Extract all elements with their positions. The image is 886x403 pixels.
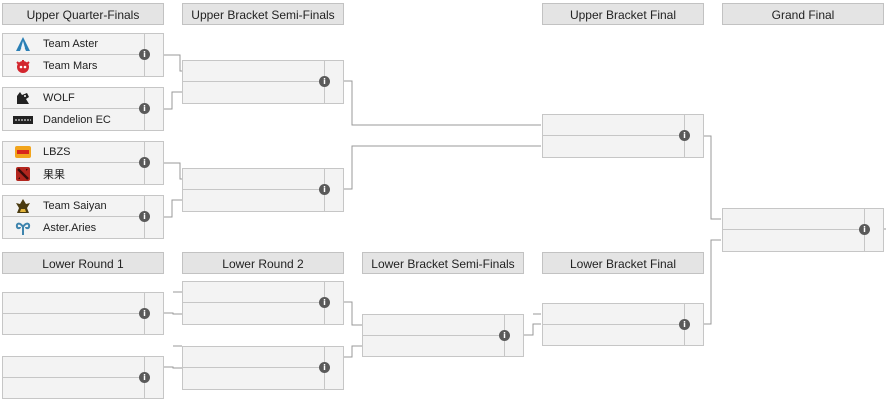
team-slot-tbd[interactable] <box>183 190 325 211</box>
match-info-icon[interactable]: i <box>319 297 330 308</box>
match-info-icon[interactable]: i <box>679 130 690 141</box>
round-header-lower-round-2: Lower Round 2 <box>182 252 344 274</box>
dota-logo-icon <box>13 166 33 182</box>
team-slot-tbd[interactable] <box>543 115 685 136</box>
round-header-lower-round-1: Lower Round 1 <box>2 252 164 274</box>
team-slot-guoguo[interactable]: 果果 <box>3 163 145 184</box>
match-upper-quarter-final-1[interactable]: Team Aster Team Mars i <box>2 33 164 77</box>
match-lower-round-1-1[interactable]: i <box>2 292 164 335</box>
team-name: LBZS <box>43 146 71 158</box>
team-slot-dandelion-ec[interactable]: Dandelion EC <box>3 109 145 130</box>
round-header-lower-semi-finals: Lower Bracket Semi-Finals <box>362 252 524 274</box>
team-slot-lbzs[interactable]: LBZS <box>3 142 145 163</box>
match-lower-round-2-1[interactable]: i <box>182 281 344 325</box>
team-slot-tbd[interactable] <box>183 347 325 368</box>
match-lower-bracket-semi-final[interactable]: i <box>362 314 524 357</box>
match-upper-quarter-final-2[interactable]: WOLF Dandelion EC i <box>2 87 164 131</box>
wolf-logo-icon <box>13 90 33 106</box>
aries-logo-icon <box>13 220 33 236</box>
team-slot-wolf[interactable]: WOLF <box>3 88 145 109</box>
match-lower-bracket-final[interactable]: i <box>542 303 704 346</box>
match-upper-bracket-final[interactable]: i <box>542 114 704 158</box>
match-info-icon[interactable]: i <box>139 157 150 168</box>
round-header-upper-final: Upper Bracket Final <box>542 3 704 25</box>
dandelion-logo-icon <box>13 112 33 128</box>
team-slot-team-aster[interactable]: Team Aster <box>3 34 145 55</box>
team-slot-tbd[interactable] <box>723 209 865 230</box>
match-upper-semi-final-2[interactable]: i <box>182 168 344 212</box>
aster-logo-icon <box>13 36 33 52</box>
match-lower-round-1-2[interactable]: i <box>2 356 164 399</box>
team-slot-tbd[interactable] <box>3 357 145 378</box>
team-slot-tbd[interactable] <box>363 336 505 357</box>
match-info-icon[interactable]: i <box>319 362 330 373</box>
team-slot-tbd[interactable] <box>183 169 325 190</box>
round-header-upper-semi-finals: Upper Bracket Semi-Finals <box>182 3 344 25</box>
team-slot-team-saiyan[interactable]: Team Saiyan <box>3 196 145 217</box>
match-upper-semi-final-1[interactable]: i <box>182 60 344 104</box>
match-upper-quarter-final-3[interactable]: LBZS 果果 i <box>2 141 164 185</box>
match-info-icon[interactable]: i <box>139 372 150 383</box>
team-slot-tbd[interactable] <box>723 230 865 251</box>
match-info-icon[interactable]: i <box>139 49 150 60</box>
match-info-icon[interactable]: i <box>319 76 330 87</box>
team-name: Team Aster <box>43 38 99 50</box>
match-info-icon[interactable]: i <box>679 319 690 330</box>
team-slot-tbd[interactable] <box>3 314 145 335</box>
team-slot-tbd[interactable] <box>3 293 145 314</box>
team-slot-tbd[interactable] <box>183 303 325 324</box>
team-slot-tbd[interactable] <box>543 304 685 325</box>
match-upper-quarter-final-4[interactable]: Team Saiyan Aster.Aries i <box>2 195 164 239</box>
match-info-icon[interactable]: i <box>859 224 870 235</box>
team-slot-aster-aries[interactable]: Aster.Aries <box>3 217 145 238</box>
team-slot-tbd[interactable] <box>3 378 145 399</box>
saiyan-logo-icon <box>13 198 33 214</box>
team-name: Team Saiyan <box>43 200 107 212</box>
team-slot-tbd[interactable] <box>183 368 325 389</box>
match-info-icon[interactable]: i <box>139 308 150 319</box>
team-name: Team Mars <box>43 59 98 72</box>
team-slot-tbd[interactable] <box>543 325 685 346</box>
team-slot-tbd[interactable] <box>183 282 325 303</box>
team-slot-tbd[interactable] <box>183 61 325 82</box>
lbzs-logo-icon <box>13 144 33 160</box>
match-lower-round-2-2[interactable]: i <box>182 346 344 390</box>
team-slot-tbd[interactable] <box>183 82 325 103</box>
match-info-icon[interactable]: i <box>319 184 330 195</box>
match-info-icon[interactable]: i <box>499 330 510 341</box>
match-info-icon[interactable]: i <box>139 211 150 222</box>
match-grand-final[interactable]: i <box>722 208 884 252</box>
team-slot-tbd[interactable] <box>543 136 685 157</box>
team-name: WOLF <box>43 92 75 104</box>
team-name: Aster.Aries <box>43 221 97 234</box>
round-header-grand-final: Grand Final <box>722 3 884 25</box>
mars-logo-icon <box>13 58 33 74</box>
match-info-icon[interactable]: i <box>139 103 150 114</box>
team-name: 果果 <box>43 168 65 181</box>
round-header-upper-quarter-finals: Upper Quarter-Finals <box>2 3 164 25</box>
round-header-lower-final: Lower Bracket Final <box>542 252 704 274</box>
team-slot-tbd[interactable] <box>363 315 505 336</box>
team-slot-team-mars[interactable]: Team Mars <box>3 55 145 76</box>
team-name: Dandelion EC <box>43 113 111 126</box>
